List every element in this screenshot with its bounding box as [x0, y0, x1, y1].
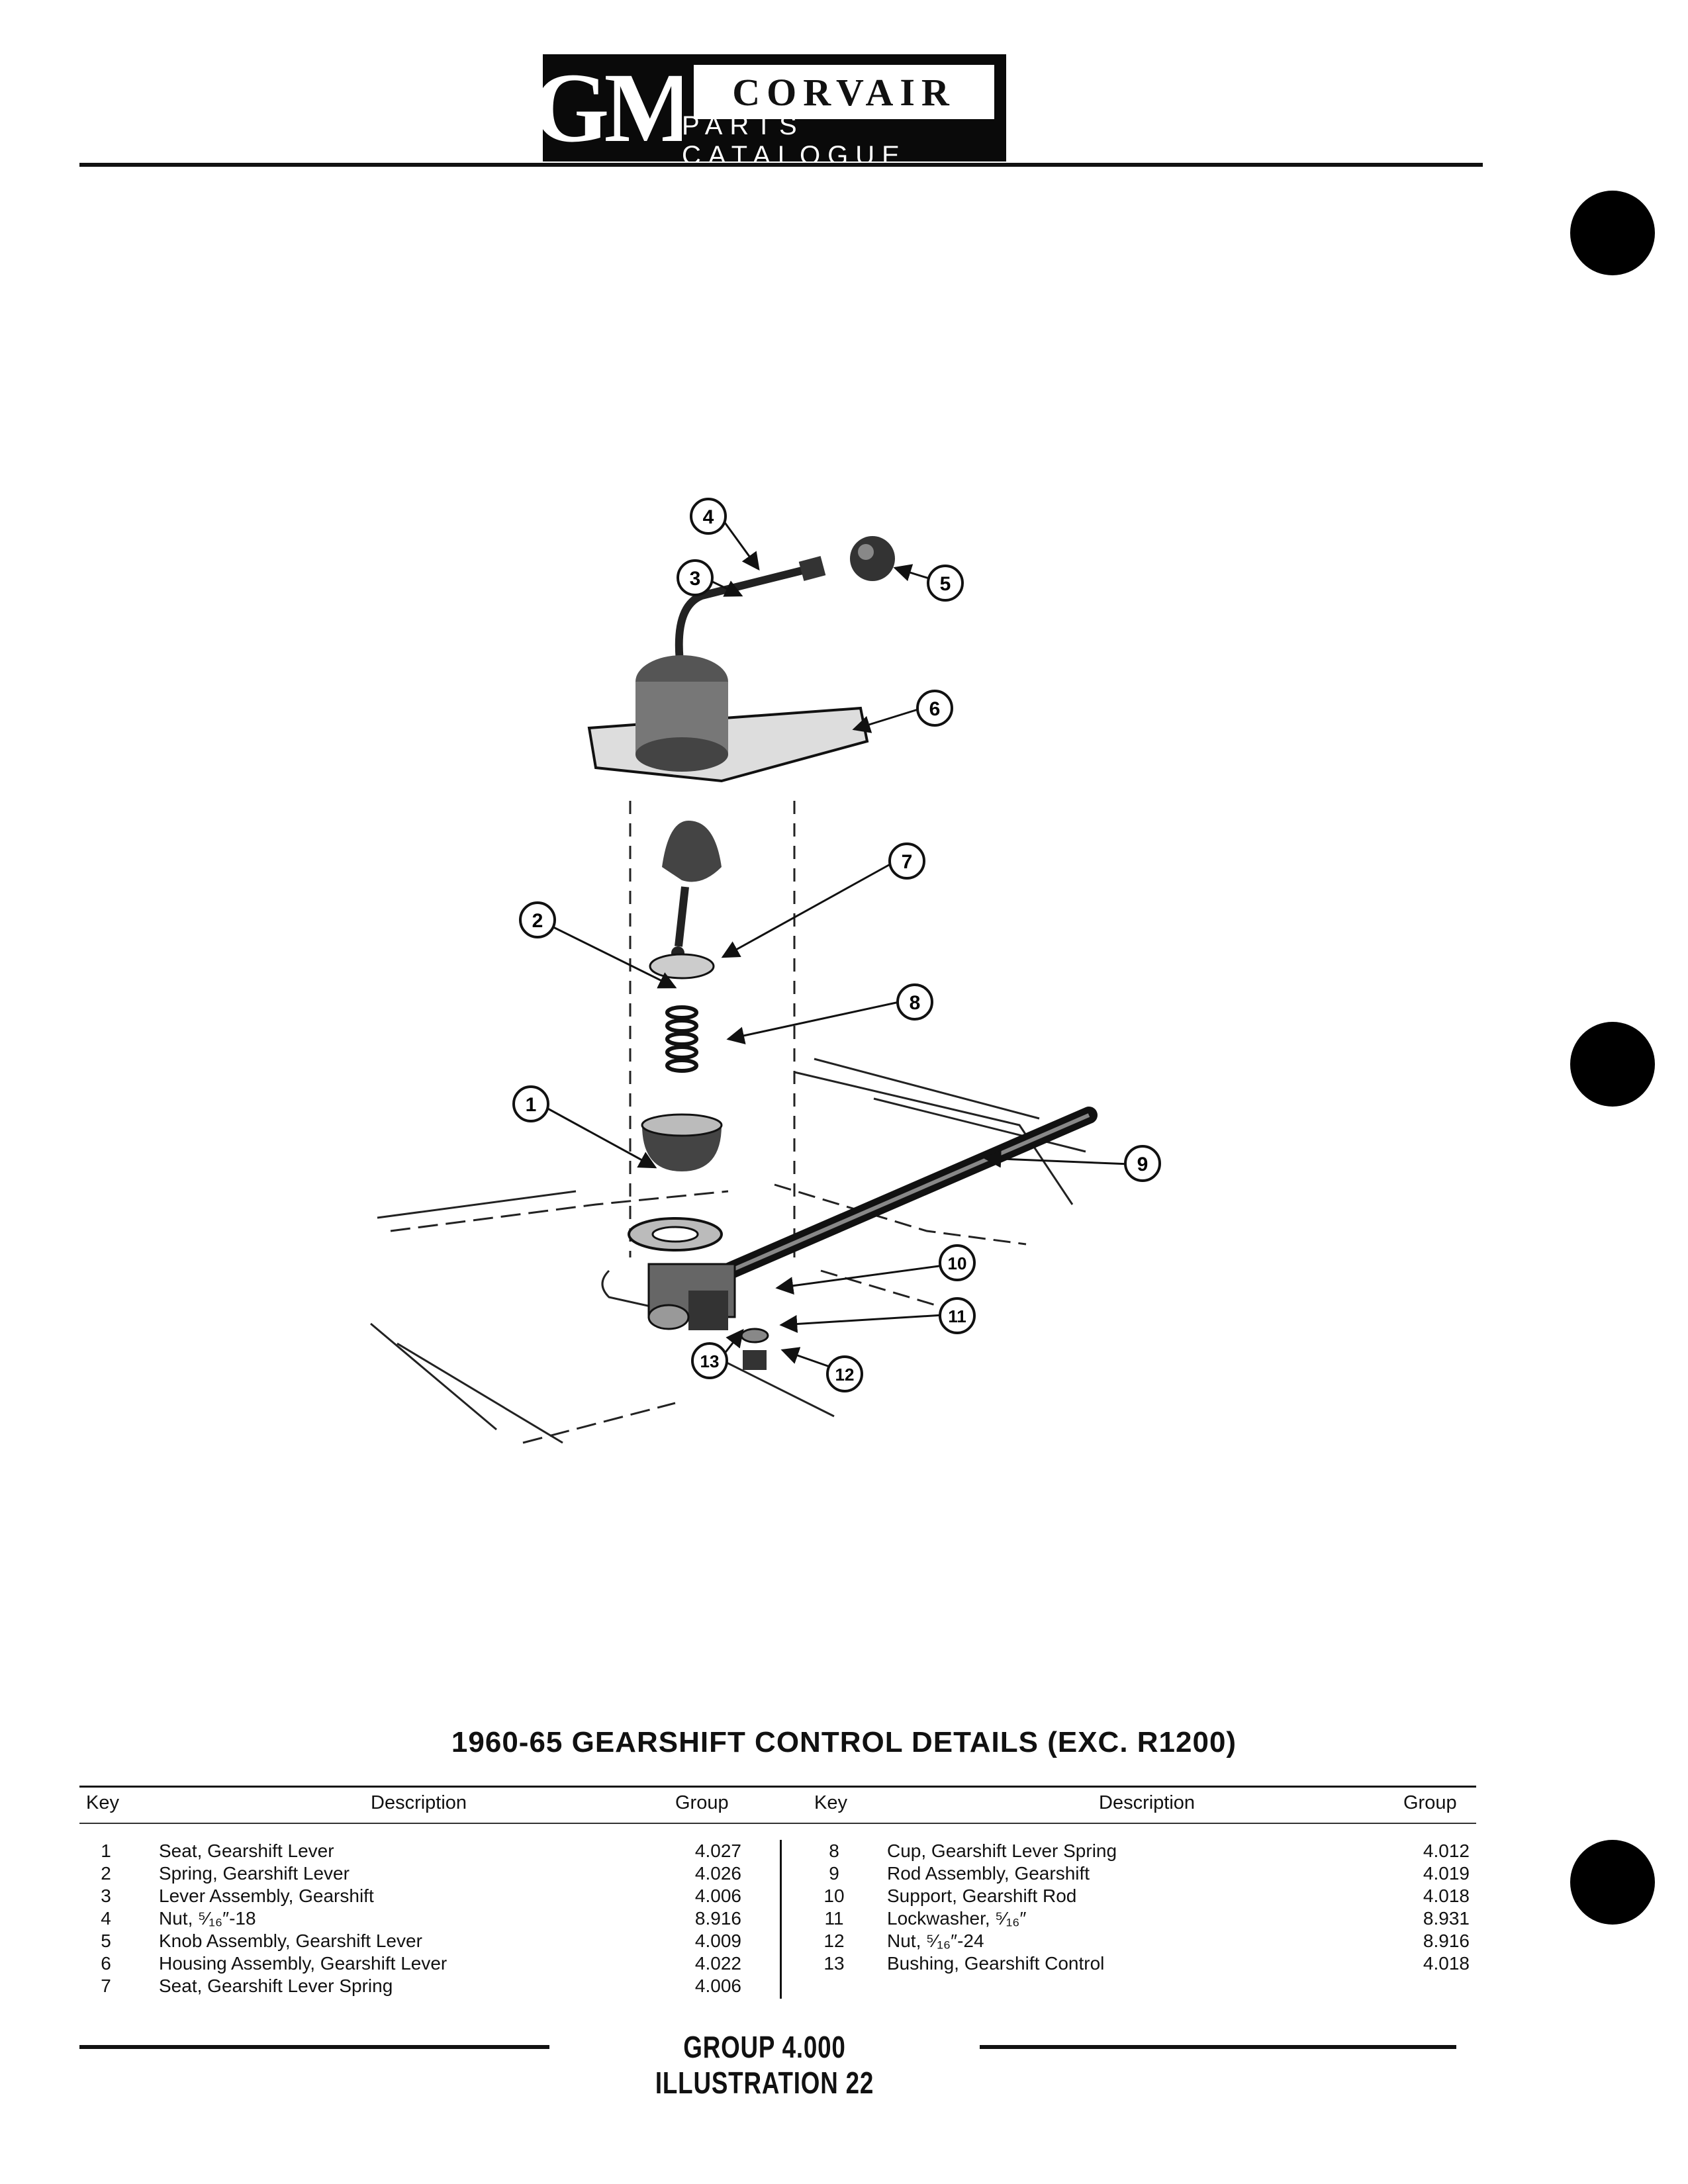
catalogue-subtitle: PARTS CATALOGUE	[682, 111, 907, 170]
callout-9: 9	[1124, 1145, 1161, 1182]
header-logo: GM CORVAIR PARTS CATALOGUE	[532, 53, 1006, 170]
callout-7: 7	[888, 842, 925, 880]
callout-11: 11	[939, 1297, 976, 1334]
binder-hole-bottom	[1570, 1840, 1655, 1925]
callout-12: 12	[826, 1355, 863, 1392]
svg-text:10: 10	[948, 1253, 967, 1273]
svg-text:8: 8	[910, 992, 921, 1014]
callout-3: 3	[677, 559, 714, 596]
footer-rule-right	[980, 2045, 1456, 2049]
callout-2: 2	[519, 901, 556, 938]
header-key-right: Key	[814, 1792, 847, 1813]
gm-logo: GM	[532, 53, 698, 163]
column-divider	[780, 1840, 782, 1999]
svg-text:4: 4	[703, 506, 714, 528]
svg-text:9: 9	[1137, 1154, 1149, 1175]
svg-text:13: 13	[700, 1351, 720, 1371]
header-description-left: Description	[371, 1792, 467, 1813]
gearshift-exploded-diagram: 4 3 5 6 7 2 8 1 9 10 11 12 13	[370, 498, 1161, 1444]
header-description-right: Description	[1099, 1792, 1196, 1813]
footer-illustration-label: GROUP 4.000 ILLUSTRATION 22	[655, 2030, 874, 2100]
table-title: 1960-65 GEARSHIFT CONTROL DETAILS (EXC. …	[451, 1726, 1237, 1758]
callout-6: 6	[916, 690, 953, 727]
callout-10: 10	[939, 1244, 976, 1281]
binder-hole-top	[1570, 191, 1655, 275]
header-key-left: Key	[86, 1792, 119, 1813]
footer-rule-left	[79, 2045, 549, 2049]
svg-text:5: 5	[940, 573, 951, 595]
svg-text:1: 1	[526, 1094, 537, 1116]
header-group-right: Group	[1403, 1792, 1457, 1813]
catalogue-title-box: CORVAIR PARTS CATALOGUE	[682, 54, 1006, 170]
svg-text:7: 7	[902, 851, 913, 873]
callout-1: 1	[512, 1085, 549, 1122]
header-rule	[79, 163, 1483, 167]
binder-hole-middle	[1570, 1022, 1655, 1107]
parts-table: Key Description Group Key Description Gr…	[79, 1786, 1476, 2004]
svg-text:3: 3	[690, 568, 701, 590]
callout-13: 13	[691, 1342, 728, 1379]
svg-text:6: 6	[929, 698, 941, 720]
svg-text:2: 2	[532, 910, 543, 932]
catalogue-title: CORVAIR	[694, 65, 994, 119]
table-header-rule	[79, 1823, 1476, 1824]
table-top-rule	[79, 1786, 1476, 1788]
callout-8: 8	[896, 983, 933, 1021]
svg-text:11: 11	[948, 1306, 966, 1326]
callout-4: 4	[690, 498, 727, 535]
header-group-left: Group	[675, 1792, 729, 1813]
svg-text:12: 12	[835, 1365, 855, 1385]
callout-5: 5	[927, 565, 964, 602]
